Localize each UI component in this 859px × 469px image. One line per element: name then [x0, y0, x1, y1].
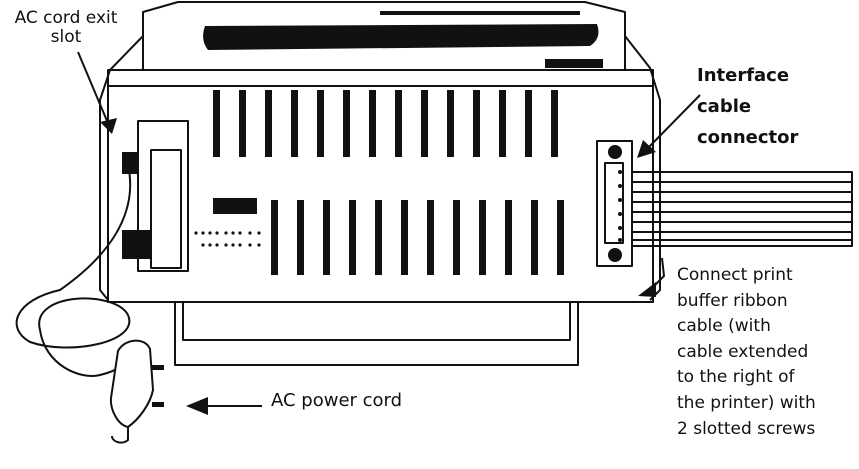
ribbon-cable-wires: [632, 181, 852, 241]
connector-housing: [596, 140, 633, 267]
interface-label-line: Interface: [697, 65, 790, 86]
lower-vent-slots: [271, 200, 564, 275]
interface-cable-connector-label: Interface cable connector: [697, 60, 827, 153]
top-right-block: [545, 59, 603, 68]
connect-note-line: Connect print: [677, 265, 793, 285]
arrow-left-icon: [186, 397, 262, 415]
left-panel-block: [137, 120, 189, 272]
ac-cord-exit-slot-label: AC cord exit slot: [6, 9, 126, 47]
connect-note-line: the printer) with: [677, 392, 816, 413]
ac-power-cord: [15, 164, 132, 377]
paper-slot: [203, 24, 599, 50]
rear-panel: [107, 69, 654, 303]
connect-ribbon-cable-note: Connect print buffer ribbon cable (with …: [677, 263, 859, 442]
connect-note-line: buffer ribbon: [677, 290, 788, 311]
connect-note-line: cable extended: [677, 341, 809, 362]
interface-label-line: connector: [697, 127, 799, 148]
ac-cord-exit-line: slot: [50, 27, 82, 47]
connector-pins: [618, 170, 622, 242]
power-socket: [122, 230, 151, 259]
label-plate: [213, 198, 257, 214]
connect-note-line: to the right of: [677, 367, 795, 388]
ribbon-cable: [632, 171, 853, 247]
ac-power-cord-label: AC power cord: [271, 390, 403, 411]
printer-top-cover: [142, 1, 626, 70]
power-switch-housing: [150, 149, 182, 269]
plug-icon: [109, 339, 164, 444]
printer-base: [174, 302, 579, 366]
printer-right-bevel: [624, 35, 661, 301]
upper-vent-slots: [213, 90, 558, 157]
slotted-screw-bottom: [608, 248, 622, 262]
slotted-screw-top: [608, 145, 622, 159]
indicator-dots: [194, 231, 261, 247]
connect-note-line: 2 slotted screws: [677, 418, 816, 439]
interface-label-line: cable: [697, 96, 752, 117]
ac-cord-exit-line: AC cord exit: [14, 8, 118, 28]
connect-note-line: cable (with: [677, 316, 771, 337]
cord-exit-slot: [122, 152, 138, 174]
printer-left-bevel: [99, 35, 144, 301]
